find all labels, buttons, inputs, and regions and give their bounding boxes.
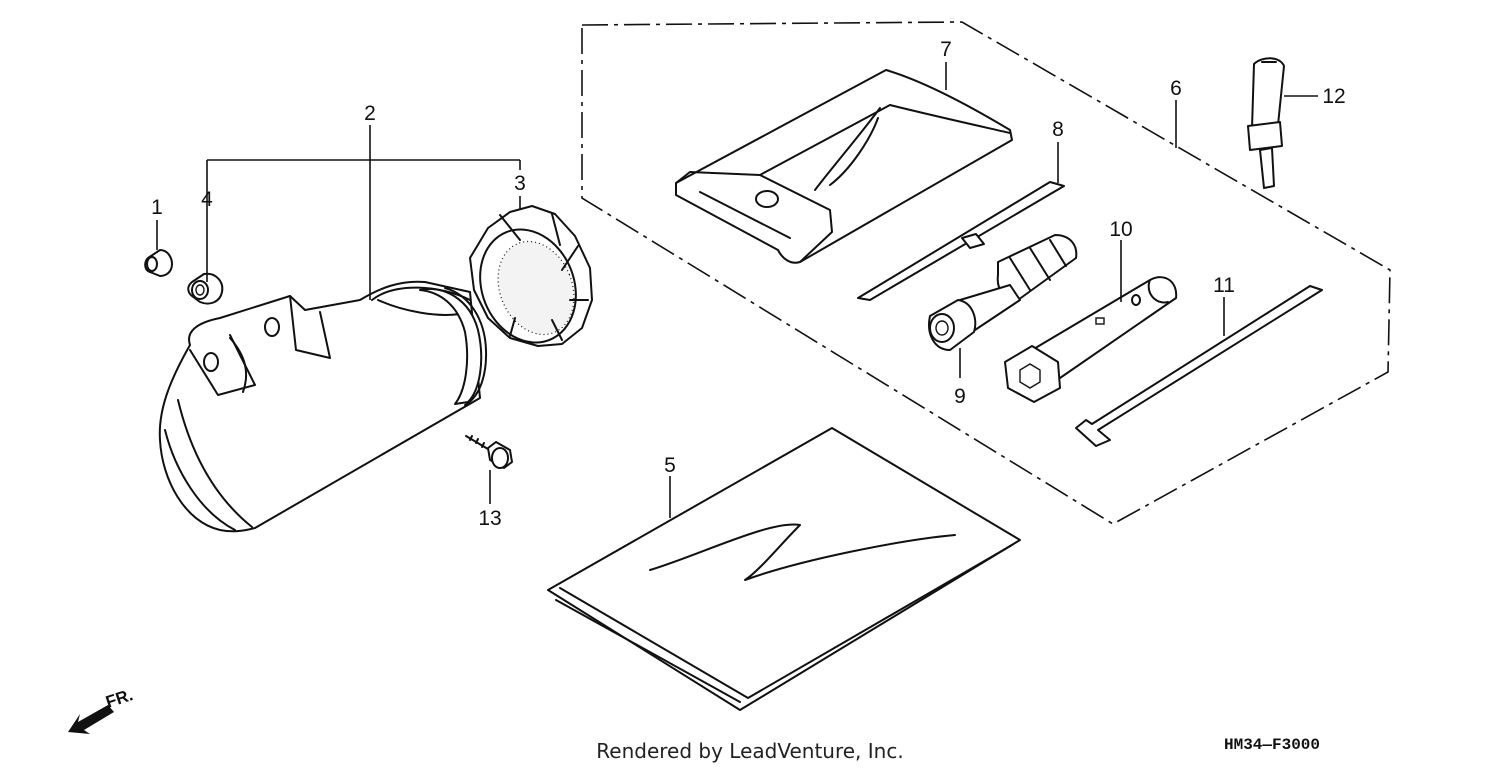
callout-1: 1 [151, 196, 163, 219]
leader-lines [156, 62, 1318, 518]
callout-13: 13 [478, 507, 501, 530]
document-bag[interactable] [547, 427, 1021, 711]
callout-5: 5 [664, 454, 676, 477]
callout-11: 11 [1213, 274, 1235, 297]
front-arrow-label: FR. [103, 685, 135, 712]
callout-12: 12 [1322, 85, 1345, 108]
front-direction-arrow: FR. [68, 685, 135, 734]
callout-3: 3 [514, 172, 526, 195]
footer-credit: Rendered by LeadVenture, Inc. [596, 739, 903, 763]
cap-ring[interactable] [464, 205, 593, 357]
collar[interactable] [144, 249, 173, 277]
callout-7: 7 [940, 38, 952, 61]
callout-6: 6 [1170, 77, 1182, 100]
callout-8: 8 [1052, 118, 1064, 141]
flange-bolt[interactable] [465, 435, 513, 469]
callout-4: 4 [201, 188, 213, 211]
diagram-code: HM34—F3000 [1224, 736, 1320, 754]
tool-case-body[interactable] [158, 280, 488, 533]
callout-10: 10 [1109, 218, 1132, 241]
grommet[interactable] [187, 272, 224, 305]
tool-bag[interactable] [675, 69, 1013, 264]
screwdriver[interactable] [857, 181, 1065, 301]
hex-key[interactable] [1075, 285, 1323, 447]
screwdriver-handle[interactable] [928, 234, 1078, 351]
valve-tool[interactable] [1247, 57, 1285, 189]
tool-kit-group-outline [581, 21, 1391, 525]
callout-9: 9 [954, 385, 966, 408]
callout-2: 2 [364, 102, 376, 125]
plug-wrench[interactable] [1004, 276, 1178, 403]
